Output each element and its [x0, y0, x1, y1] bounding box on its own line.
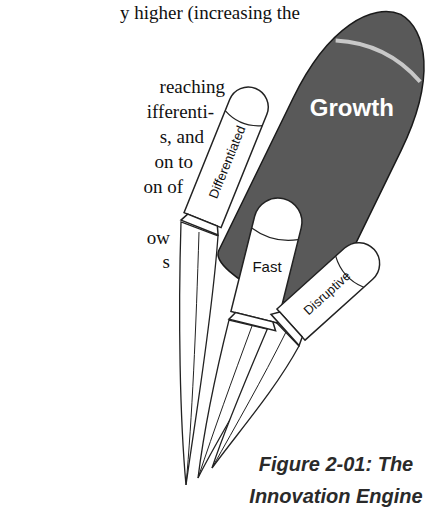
booster: Disruptive — [271, 234, 388, 346]
body-text-fragment: on to — [154, 151, 193, 173]
figure-caption: Figure 2-01: The Innovation Engine — [246, 448, 426, 510]
booster-nozzle — [271, 309, 305, 346]
booster-group — [271, 234, 388, 346]
body-text-fragment: reaching — [160, 76, 225, 98]
body-text-fragment: s — [163, 251, 170, 273]
booster-shape — [277, 234, 388, 340]
booster-band — [251, 228, 299, 244]
booster-nozzle — [229, 311, 278, 330]
nose-ring — [336, 32, 425, 82]
rocket-body-label: Growth — [310, 96, 394, 120]
flame — [212, 318, 299, 468]
body-text-fragment: ow — [147, 227, 170, 249]
body-text-fragment: on of — [143, 176, 183, 198]
flame-line — [186, 232, 199, 485]
booster-nozzle — [181, 213, 221, 235]
body-text-fragment: y higher (increasing the — [120, 2, 300, 24]
booster-label: Fast — [252, 258, 281, 273]
body-text-fragment: ifferenti- — [147, 101, 214, 123]
body-text-fragment: s, and — [160, 126, 204, 148]
flame-line — [212, 332, 286, 468]
